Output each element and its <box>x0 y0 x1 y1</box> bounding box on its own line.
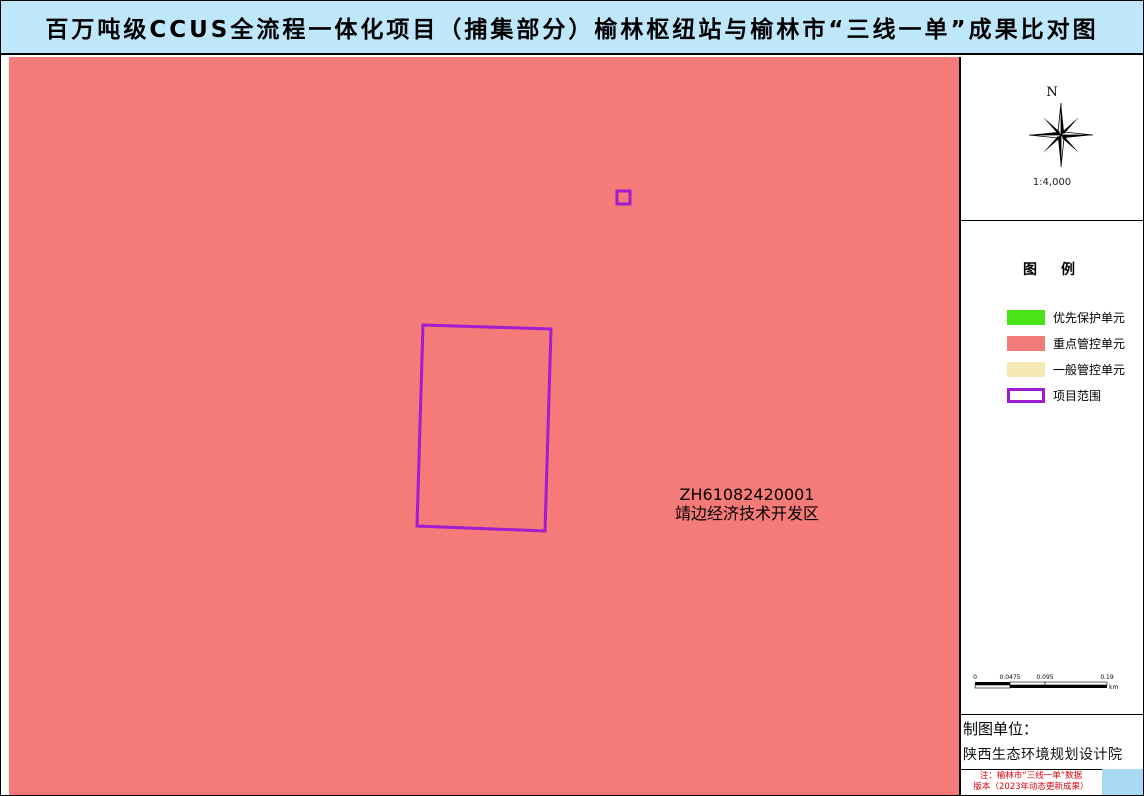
note-line-2: 版本（2023年动态更新成果） <box>973 782 1089 792</box>
project-boundary-main[interactable] <box>415 323 553 533</box>
scale-unit: km <box>1109 684 1118 691</box>
legend-label: 重点管控单元 <box>1053 336 1126 351</box>
legend-swatch-yellow <box>1007 361 1045 377</box>
legend-item-priority-protection: 优先保护单元 <box>1007 308 1125 326</box>
producer-name: 陕西生态环境规划设计院 <box>963 747 1123 763</box>
side-panel: N 1:4,000 图例 <box>959 57 1143 795</box>
legend-label: 项目范围 <box>1053 388 1102 403</box>
project-boundary-small[interactable] <box>615 189 632 206</box>
producer-panel: 制图单位： 陕西生态环境规划设计院 <box>961 714 1143 770</box>
scale-tick-0: 0 <box>973 674 977 681</box>
zone-code: ZH61082420001 <box>679 485 815 504</box>
map-overlay <box>415 189 632 533</box>
legend-title: 图例 <box>1023 262 1099 278</box>
zone-name: 靖边经济技术开发区 <box>674 504 819 523</box>
zone-label: ZH61082420001 靖边经济技术开发区 <box>637 485 857 523</box>
legend-swatch-outline <box>1007 387 1045 403</box>
scale-tick-2: 0.095 <box>1036 674 1053 681</box>
scale-bar: 0 0.0475 0.095 0.19 km <box>973 674 1118 691</box>
legend-item-project-scope: 项目范围 <box>1007 386 1101 404</box>
legend-label: 一般管控单元 <box>1053 362 1126 377</box>
north-letter: N <box>1046 85 1058 100</box>
legend-swatch-green <box>1007 309 1045 325</box>
legend-item-key-control: 重点管控单元 <box>1007 334 1125 352</box>
legend-label: 优先保护单元 <box>1053 310 1126 325</box>
note-color-block <box>1102 769 1143 795</box>
producer-heading: 制图单位： <box>963 720 1039 738</box>
legend-item-general-control: 一般管控单元 <box>1007 360 1125 378</box>
map-title: 百万吨级CCUS全流程一体化项目（捕集部分）榆林枢纽站与榆林市“三线一单”成果比… <box>45 17 1099 43</box>
map-canvas[interactable]: ZH61082420001 靖边经济技术开发区 <box>9 57 959 795</box>
scale-tick-1: 0.0475 <box>1000 674 1021 681</box>
data-note: 注：榆林市“三线一单”数据 版本（2023年动态更新成果） <box>961 769 1101 795</box>
legend-swatch-red <box>1007 335 1045 351</box>
north-arrow-panel: N 1:4,000 <box>961 57 1143 221</box>
note-line-1: 注：榆林市“三线一单”数据 <box>979 771 1083 781</box>
title-bar: 百万吨级CCUS全流程一体化项目（捕集部分）榆林枢纽站与榆林市“三线一单”成果比… <box>1 1 1143 55</box>
scale-tick-3: 0.19 <box>1100 674 1114 681</box>
legend-panel: 图例 优先保护单元 重点管控单元 一般管控单元 项目范围 <box>961 221 1143 714</box>
compass-rose-icon <box>1029 103 1093 167</box>
scale-ratio: 1:4,000 <box>1032 177 1072 188</box>
